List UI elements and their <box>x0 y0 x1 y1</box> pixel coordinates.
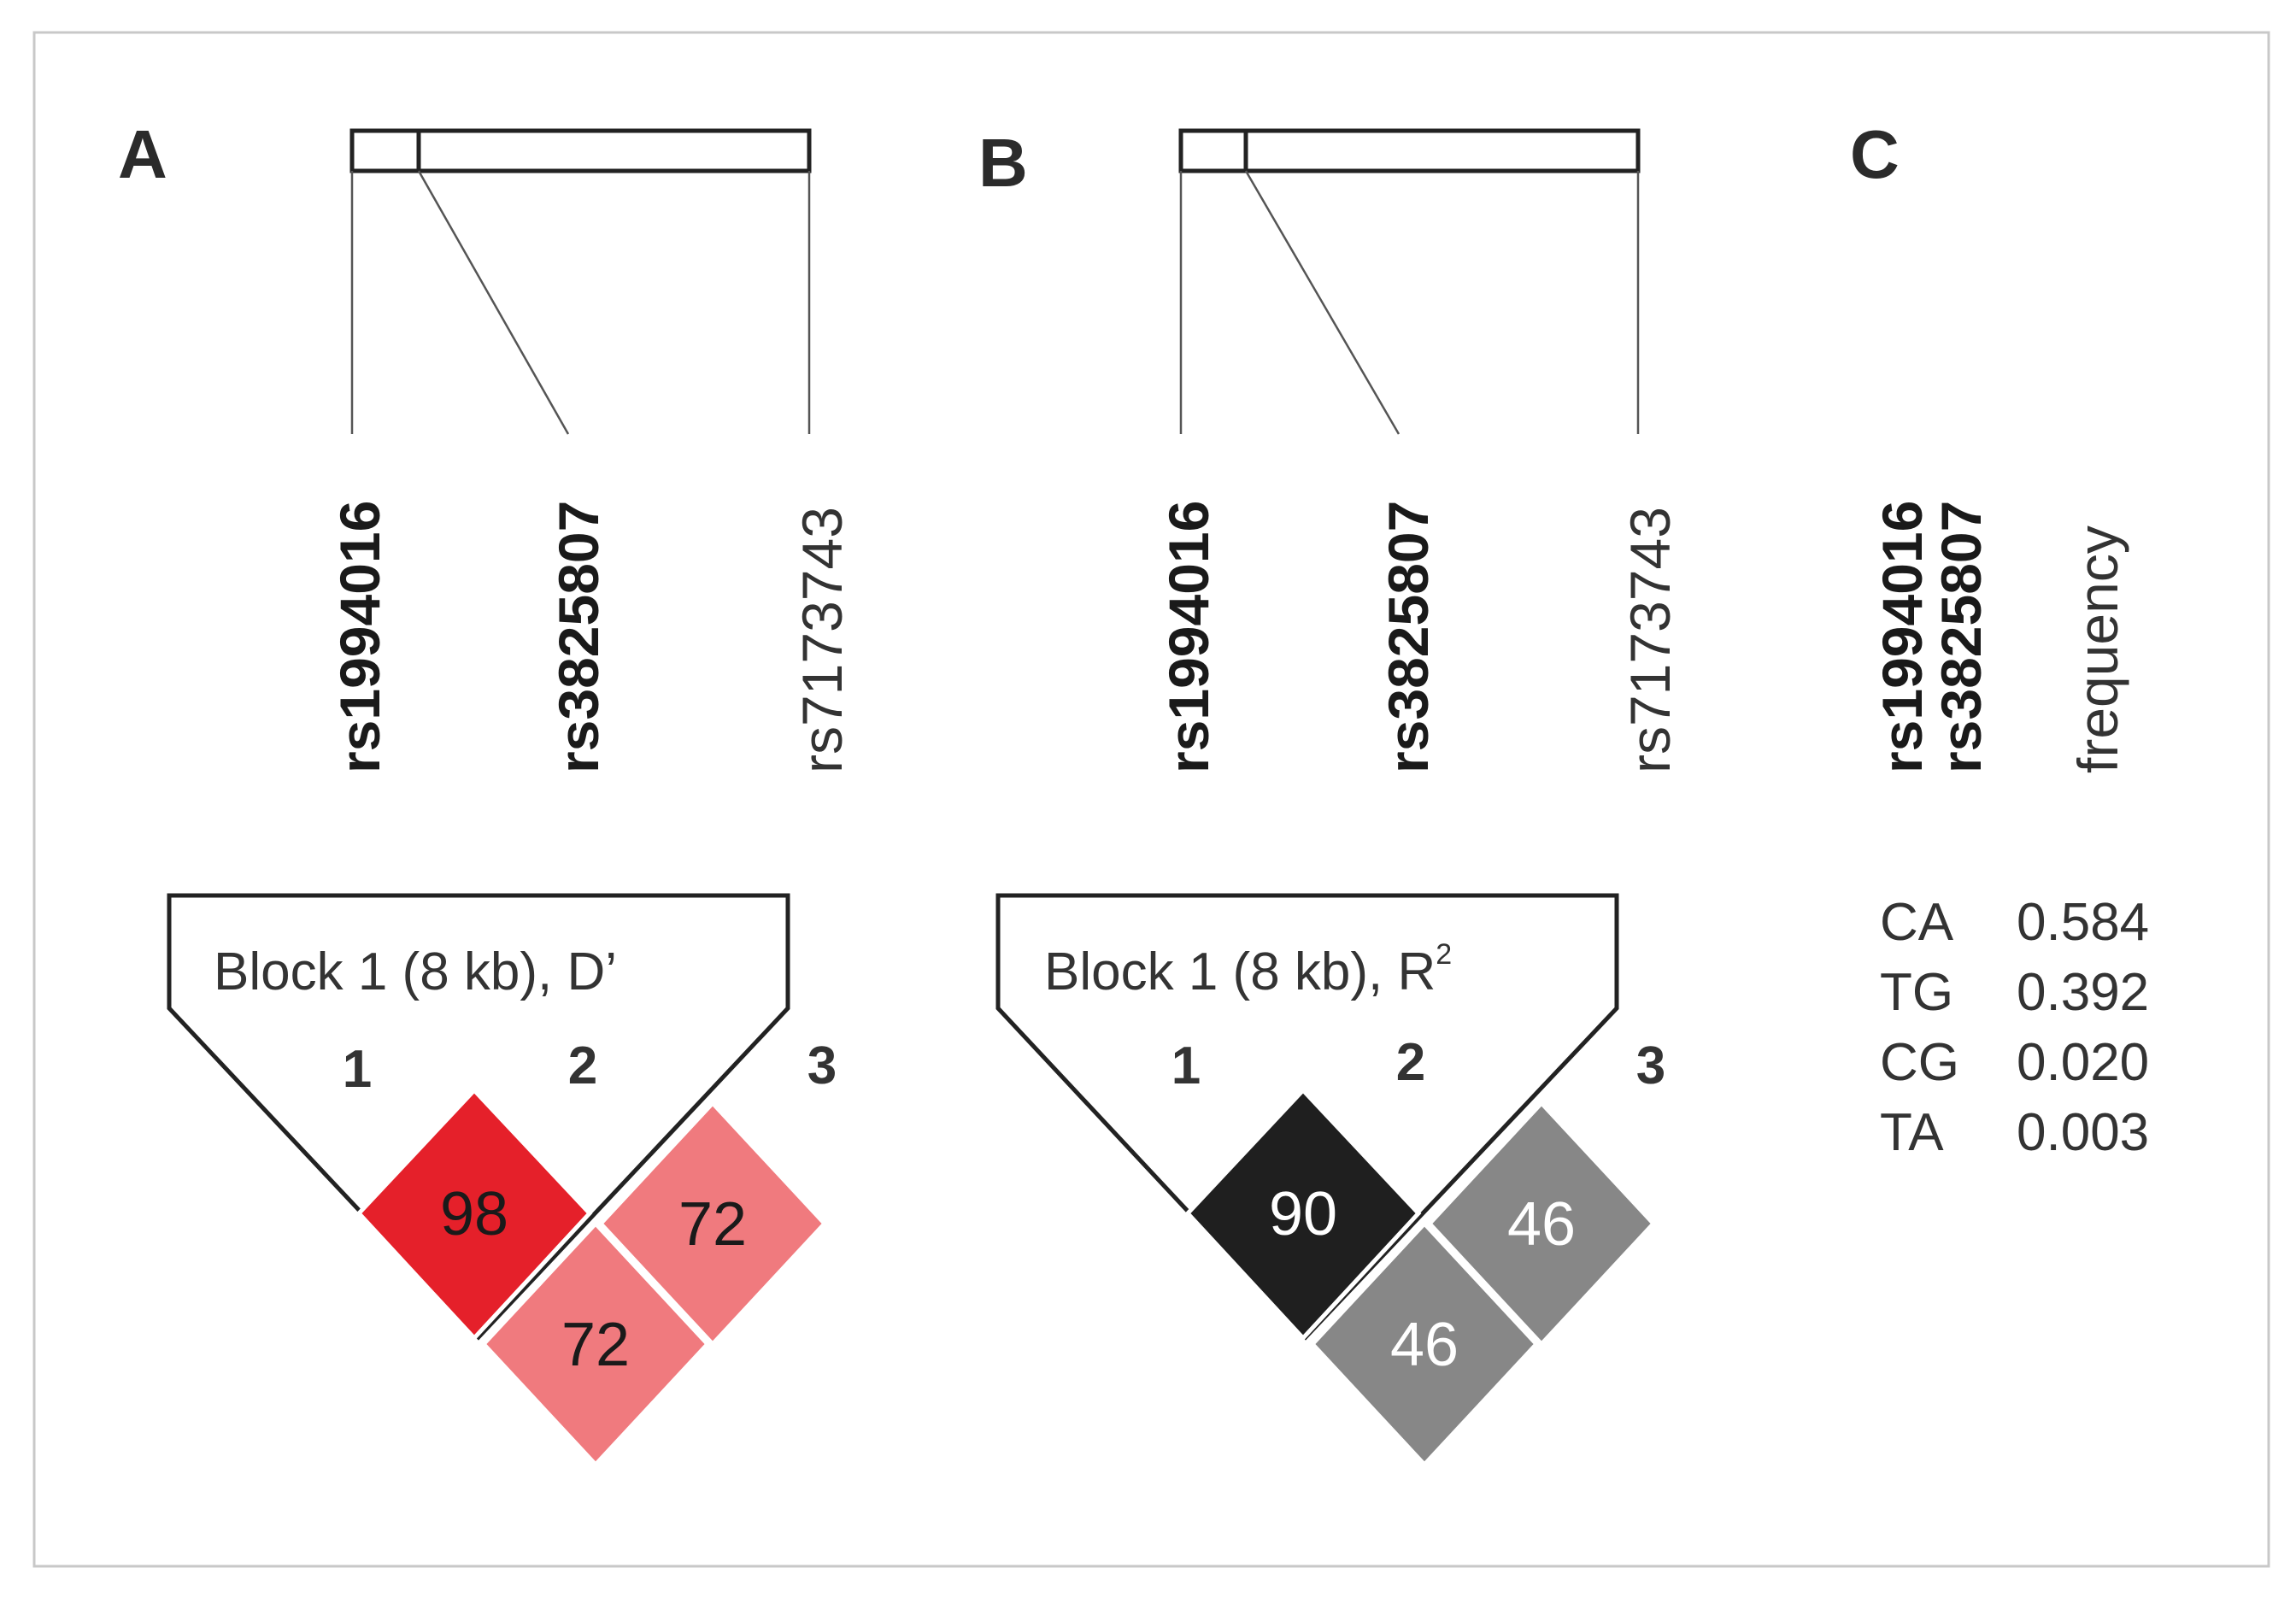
panel-b-ld-value-1-3: 46 <box>1390 1311 1459 1379</box>
panel-a-ld-cell-1-2 <box>355 1087 593 1342</box>
panel-b-ld-cell-1-2 <box>1184 1087 1422 1342</box>
panel-a: A rs1994016 rs3825807 rs7173743 Block 1 … <box>118 116 854 1468</box>
haplotype-frequency: 0.584 <box>2017 893 2149 952</box>
panel-b-block-label-main: Block 1 (8 kb), R <box>1044 942 1436 1001</box>
panel-a-snp-label-1: rs1994016 <box>328 501 391 773</box>
panel-b-block-label: Block 1 (8 kb), R2 <box>1044 938 1452 1001</box>
panel-b-block-label-superscript: 2 <box>1436 938 1452 971</box>
haplotype-frequency: 0.003 <box>2017 1103 2149 1162</box>
panel-b-marker-index-1: 1 <box>1171 1036 1201 1095</box>
panel-a-snp-connector-2 <box>417 170 570 435</box>
haplotype-frequency: 0.020 <box>2017 1033 2149 1092</box>
panel-a-marker-index-1: 1 <box>343 1040 372 1099</box>
figure-frame <box>32 31 2270 1568</box>
panel-b-ld-heatmap: 90 46 46 <box>1184 1087 1657 1468</box>
panel-b: B rs1994016 rs3825807 rs7173743 Block 1 … <box>978 125 1682 1468</box>
haplotype-label: CG <box>1880 1033 1959 1092</box>
haplotype-label: TA <box>1880 1103 1944 1162</box>
panel-a-gene-map <box>349 128 812 435</box>
panel-a-marker-index-3: 3 <box>807 1036 837 1095</box>
panel-b-gene-map <box>1178 128 1641 435</box>
panel-b-letter: B <box>978 125 1028 201</box>
panel-a-snp-label-3: rs7173743 <box>790 507 854 773</box>
panel-b-marker-index-2: 2 <box>1396 1033 1425 1092</box>
panel-a-ld-cell-2-3 <box>597 1100 828 1347</box>
panel-b-marker-index-3: 3 <box>1636 1036 1665 1095</box>
panel-b-ld-value-1-2: 90 <box>1269 1180 1337 1248</box>
panel-b-region-bar <box>1178 128 1641 173</box>
panel-a-ld-value-1-3: 72 <box>561 1311 630 1379</box>
haplotype-label: CA <box>1880 893 1954 952</box>
panel-b-ld-value-2-3: 46 <box>1507 1190 1576 1259</box>
haplotype-label: TG <box>1880 963 1953 1022</box>
panel-a-ld-heatmap: 98 72 72 <box>355 1087 828 1468</box>
panel-a-block-label: Block 1 (8 kb), D’ <box>214 942 617 1001</box>
panel-c-haplotype-table: CA 0.584 TG 0.392 CG 0.020 TA 0.003 <box>1880 893 2149 1162</box>
panel-c-letter: C <box>1850 116 1900 192</box>
panel-a-letter: A <box>118 116 167 192</box>
panel-a-ld-value-1-2: 98 <box>440 1180 508 1248</box>
panel-c-header-snp-2: rs3825807 <box>1929 501 1993 773</box>
panel-b-ld-cell-2-3 <box>1426 1100 1657 1347</box>
panel-a-ld-cell-1-3 <box>480 1220 711 1468</box>
panel-c-header-snp-1: rs1994016 <box>1870 501 1934 773</box>
panel-c: C rs1994016 rs3825807 frequency CA 0.584… <box>1850 116 2149 1162</box>
panel-b-snp-label-3: rs7173743 <box>1618 507 1682 773</box>
panel-a-region-bar <box>349 128 812 173</box>
panel-a-marker-index-2: 2 <box>568 1036 597 1095</box>
panel-c-header-frequency: frequency <box>2066 525 2129 773</box>
panel-a-snp-label-2: rs3825807 <box>547 501 610 773</box>
panel-b-ld-cell-1-3 <box>1309 1220 1540 1468</box>
haplotype-frequency: 0.392 <box>2017 963 2149 1022</box>
panel-b-snp-label-1: rs1994016 <box>1157 501 1220 773</box>
panel-b-snp-connector-2 <box>1244 170 1401 435</box>
panel-a-ld-value-2-3: 72 <box>678 1190 747 1259</box>
panel-b-snp-label-2: rs3825807 <box>1377 501 1440 773</box>
